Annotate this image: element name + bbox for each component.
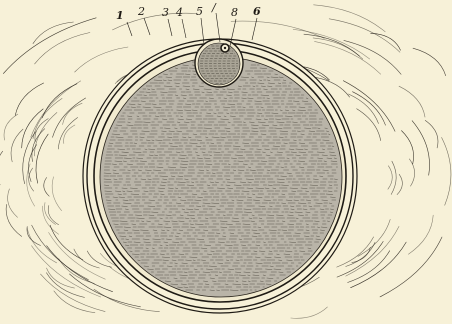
label-8: 8 [231, 6, 238, 19]
tissue-fiber [35, 33, 90, 64]
tissue-fiber [36, 134, 48, 183]
tissue-fiber [402, 131, 414, 164]
tissue-fiber [74, 249, 100, 268]
tissue-fiber [231, 21, 324, 38]
tissue-fiber [4, 114, 18, 140]
tissue-fiber [346, 226, 399, 276]
tissue-fiber [291, 307, 328, 318]
tissue-fiber [52, 177, 61, 211]
tissue-fiber [42, 84, 77, 118]
tissue-fiber [8, 189, 18, 217]
tissue-fiber [27, 228, 56, 263]
tissue-fiber [371, 33, 401, 50]
tissue-fiber [348, 251, 390, 283]
tissue-fiber [47, 268, 75, 288]
tissue-fiber [27, 164, 35, 206]
tissue-fiber [48, 206, 58, 225]
tissue-fiber [293, 29, 370, 59]
tissue-fiber [304, 34, 360, 56]
figure-labels: 1 2 3 4 5 / 8 6 [116, 1, 261, 22]
tissue-fiber [314, 5, 386, 32]
tissue-fiber [46, 273, 84, 298]
tissue-fiber [408, 215, 433, 254]
tissue-fiber [409, 159, 414, 186]
tissue-fiber [343, 81, 395, 132]
tissue-fiber [6, 204, 21, 236]
tissue-fiber [425, 120, 438, 147]
label-2: 2 [137, 5, 145, 18]
label-slash: / [211, 1, 217, 14]
tissue-fiber [75, 47, 128, 72]
tissue-fiber [11, 129, 23, 162]
germinal-spot-core [224, 47, 226, 49]
tissue-fiber [22, 109, 44, 148]
tissue-fiber [391, 161, 396, 194]
label-3: 3 [162, 6, 169, 19]
tissue-fiber [33, 22, 73, 44]
tissue-fiber [49, 233, 106, 280]
tissue-fiber [357, 109, 381, 141]
tissue-fiber [397, 174, 402, 194]
tissue-fiber [380, 237, 442, 297]
tissue-fiber [15, 83, 43, 115]
tissue-fiber [58, 118, 77, 150]
yolk [100, 57, 342, 297]
label-5: 5 [196, 5, 203, 18]
tissue-fiber [315, 41, 381, 74]
tissue-fiber [399, 86, 425, 117]
label-4: 4 [175, 6, 183, 19]
tissue-fiber [442, 138, 451, 206]
tissue-fiber [352, 247, 371, 262]
tissue-fiber [412, 121, 429, 176]
tissue-fiber [41, 274, 106, 312]
tissue-fiber [388, 166, 392, 189]
tissue-fiber [0, 151, 3, 185]
tissue-fiber [33, 98, 62, 138]
tissue-fiber [337, 241, 383, 277]
label-6: 6 [253, 5, 261, 18]
tissue-fiber [64, 125, 75, 144]
tissue-fiber [413, 48, 446, 75]
tissue-fiber [54, 291, 95, 313]
germinal-vesicle-inner [198, 43, 240, 85]
label-1: 1 [116, 9, 124, 22]
tissue-fiber [32, 225, 89, 280]
tissue-fiber [346, 242, 375, 266]
tissue-fiber [28, 145, 36, 182]
tissue-fiber [44, 178, 49, 197]
tissue-fiber [29, 168, 34, 191]
